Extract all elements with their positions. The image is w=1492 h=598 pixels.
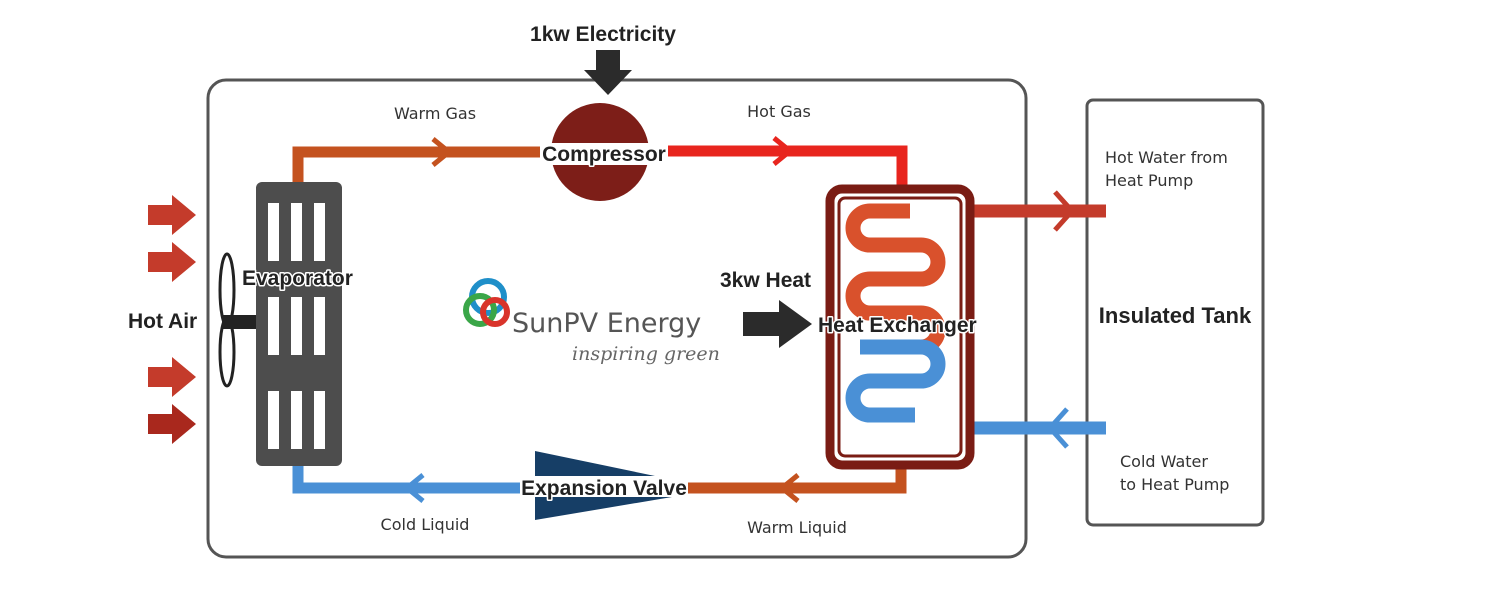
- heat-exchanger-unit: [825, 184, 975, 470]
- expansion-valve-label: Expansion Valve: [521, 477, 687, 500]
- expansion-valve-unit: [535, 451, 672, 520]
- logo-name: SunPV Energy: [512, 308, 701, 339]
- cold-liquid-pipe: [292, 458, 520, 494]
- insulated-tank-label: Insulated Tank: [1099, 303, 1252, 328]
- fan-icon: [218, 252, 262, 388]
- flow-arrow-icon: [1053, 190, 1076, 232]
- insulated-tank-box: [1085, 98, 1265, 527]
- flow-arrow-icon: [431, 137, 453, 167]
- cold-water-label-line2: to Heat Pump: [1120, 475, 1229, 494]
- heat-exchanger-label: Heat Exchanger: [818, 314, 977, 337]
- cold-liquid-label: Cold Liquid: [381, 515, 470, 534]
- heat-arrow-icon: [743, 300, 812, 348]
- flow-arrow-icon: [1046, 407, 1069, 449]
- electricity-arrow-icon: [584, 50, 632, 95]
- warm-liquid-label: Warm Liquid: [747, 518, 847, 537]
- evaporator-label: Evaporator: [242, 267, 353, 290]
- flow-arrow-icon: [403, 473, 425, 503]
- logo-tagline: inspiring green: [572, 343, 720, 365]
- sunpv-logo: SunPV Energy inspiring green: [463, 278, 720, 365]
- hot-coil: [845, 203, 946, 355]
- logo-mark-icon: [463, 278, 510, 327]
- hot-gas-label: Hot Gas: [747, 102, 811, 121]
- cold-coil: [845, 339, 946, 423]
- flow-arrow-icon: [772, 136, 794, 166]
- hot-air-arrow-icon: [148, 357, 196, 397]
- cold-water-label-line1: Cold Water: [1120, 452, 1208, 471]
- compressor-band: [540, 143, 668, 165]
- flow-arrow-icon: [778, 473, 800, 503]
- hot-water-label-line2: Heat Pump: [1105, 171, 1193, 190]
- hot-air-arrow-icon: [148, 195, 196, 235]
- hot-gas-pipe: [640, 145, 908, 195]
- hot-air-label: Hot Air: [128, 310, 197, 333]
- warm-gas-label: Warm Gas: [394, 104, 476, 123]
- compressor-label: Compressor: [542, 143, 666, 166]
- hot-air-arrow-icon: [148, 404, 196, 444]
- hot-air-arrow-icon: [148, 242, 196, 282]
- hot-water-label-line1: Hot Water from: [1105, 148, 1228, 167]
- evaporator-unit: [256, 182, 342, 466]
- hot-air-arrows: [148, 195, 196, 444]
- heat-label: 3kw Heat: [720, 269, 811, 292]
- electricity-label: 1kw Electricity: [530, 23, 676, 46]
- warm-gas-pipe: [292, 146, 560, 190]
